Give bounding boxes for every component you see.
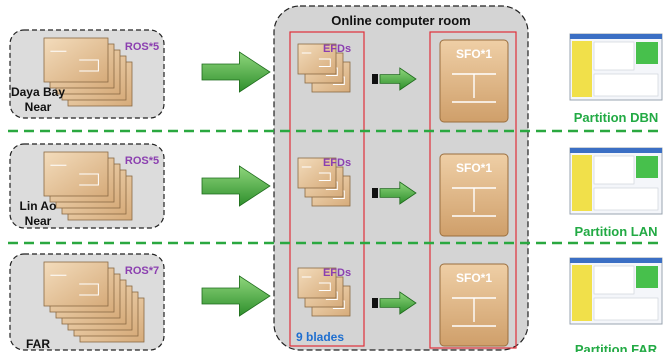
partition-label: Partition LAN (574, 224, 657, 239)
ros-count-label: ROS*7 (125, 265, 159, 277)
screenshot-log (593, 73, 659, 97)
board-trace (318, 282, 331, 291)
site-name-line: Daya Bay (11, 85, 65, 99)
site-name-line: Near (25, 214, 52, 228)
efd-label: EFDs (323, 157, 351, 169)
arrow-stub (372, 188, 378, 198)
ros-count-label: ROS*5 (125, 155, 159, 167)
efd-to-sfo-arrow (379, 67, 417, 91)
efd-column-frame (289, 31, 365, 347)
site-to-efd-arrow (201, 51, 271, 93)
computer-room-title: Online computer room (331, 13, 470, 28)
board-trace (79, 173, 99, 186)
efd-label: EFDs (323, 43, 351, 55)
partition-label: Partition DBN (574, 110, 659, 125)
partition-label: Partition FAR (575, 342, 658, 352)
sfo-column-frame (429, 31, 517, 349)
arrow-stub (372, 74, 378, 84)
site-name-line: FAR (26, 337, 50, 351)
screenshot-tree (593, 155, 635, 185)
efd-to-sfo-arrow (379, 181, 417, 205)
screenshot-status (636, 42, 658, 64)
screenshot-log (593, 187, 659, 211)
screenshot-titlebar (570, 148, 662, 153)
sfo-label: SFO*1 (456, 161, 492, 175)
screenshot-titlebar (570, 258, 662, 263)
board-trace (79, 283, 99, 296)
screenshot-log (593, 297, 659, 321)
board-trace (79, 59, 99, 72)
site-name-line: Lin Ao (20, 199, 57, 213)
site-name-line: Near (25, 100, 52, 114)
screenshot-panel (572, 41, 592, 97)
screenshot-tree (593, 265, 635, 295)
efd-label: EFDs (323, 267, 351, 279)
screenshot-status (636, 156, 658, 178)
sfo-label: SFO*1 (456, 47, 492, 61)
site-to-efd-arrow (201, 165, 271, 207)
blades-label: 9 blades (296, 330, 344, 344)
board-trace (318, 172, 331, 181)
screenshot-titlebar (570, 34, 662, 39)
site-to-efd-arrow (201, 275, 271, 317)
screenshot-status (636, 266, 658, 288)
sfo-label: SFO*1 (456, 271, 492, 285)
screenshot-panel (572, 155, 592, 211)
efd-to-sfo-arrow (379, 291, 417, 315)
board-trace (318, 58, 331, 67)
ros-count-label: ROS*5 (125, 41, 159, 53)
arrow-stub (372, 298, 378, 308)
screenshot-panel (572, 265, 592, 321)
screenshot-tree (593, 41, 635, 71)
